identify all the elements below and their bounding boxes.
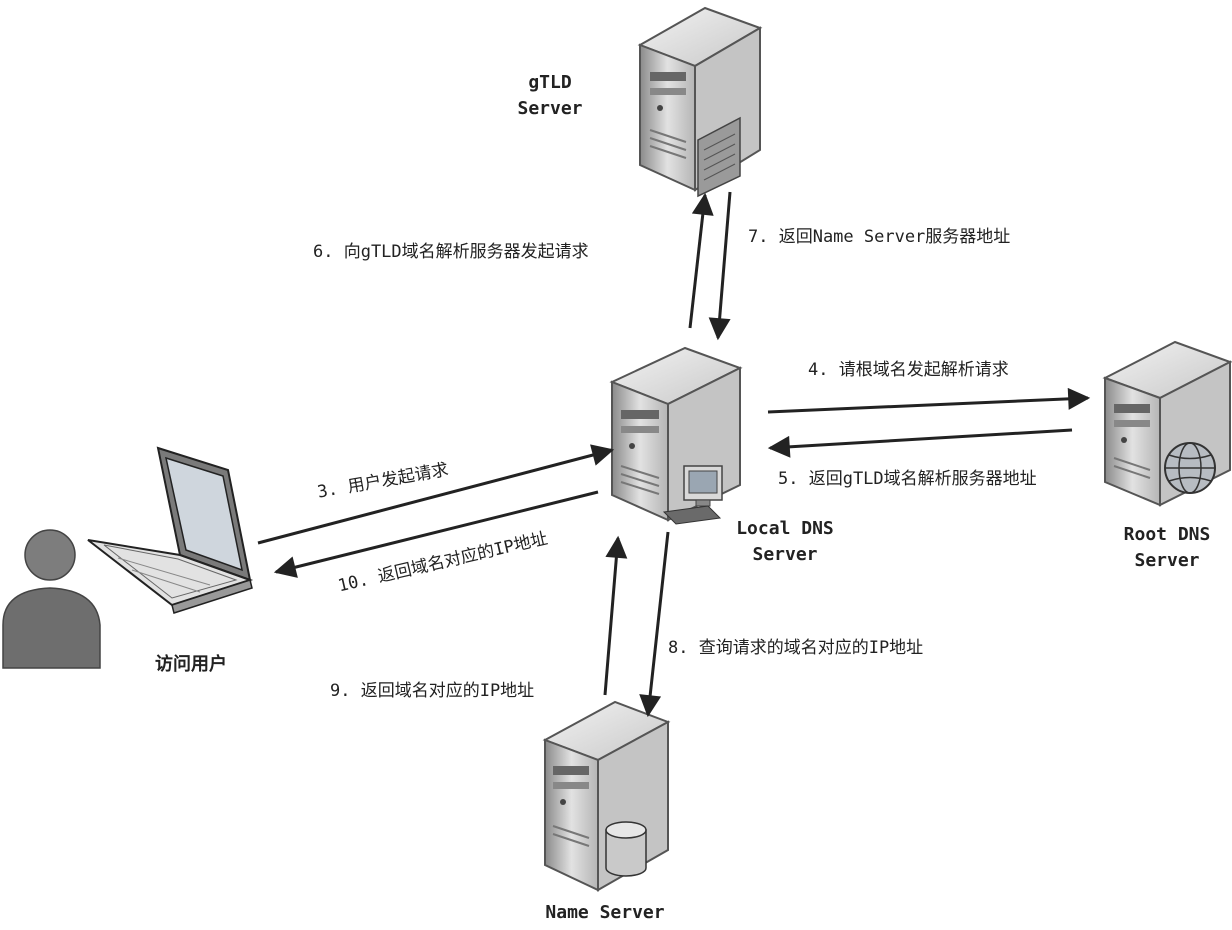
gtld-label-line1: gTLD — [528, 72, 572, 93]
user-person-icon — [2, 529, 101, 669]
database-icon — [605, 821, 647, 877]
arrow-step-7 — [708, 191, 732, 341]
local-dns-server-label: Local DNS Server — [725, 516, 845, 568]
root-dns-label-line2: Server — [1134, 550, 1200, 571]
arrow-step-9 — [603, 535, 628, 696]
name-server-label: Name Server — [535, 900, 675, 926]
root-dns-label-line1: Root DNS — [1123, 524, 1211, 545]
local-dns-server-icon — [609, 346, 743, 525]
arrow-step-4 — [767, 387, 1091, 414]
gtld-label-line2: Server — [517, 98, 583, 119]
root-dns-server-label: Root DNS Server — [1108, 522, 1226, 574]
arrow-step-10 — [273, 490, 599, 578]
step-9-label: 9. 返回域名对应的IP地址 — [330, 681, 535, 701]
step-6-label: 6. 向gTLD域名解析服务器发起请求 — [313, 242, 589, 262]
user-label: 访问用户 — [155, 654, 227, 675]
arrow-step-5 — [767, 428, 1073, 458]
step-4-label: 4. 请根域名发起解析请求 — [808, 360, 1009, 380]
step-7-label: 7. 返回Name Server服务器地址 — [748, 227, 1011, 247]
globe-icon — [1164, 442, 1216, 494]
arrow-step-6 — [688, 192, 714, 329]
laptop-icon — [87, 446, 254, 614]
step-8-label: 8. 查询请求的域名对应的IP地址 — [668, 638, 924, 658]
local-dns-label-line1: Local DNS — [736, 518, 834, 539]
name-server-label-line1: Name Server — [545, 902, 665, 923]
gtld-server-label: gTLD Server — [502, 70, 598, 122]
arrow-step-3 — [257, 444, 615, 545]
step-5-label: 5. 返回gTLD域名解析服务器地址 — [778, 469, 1037, 489]
arrow-step-8 — [639, 531, 670, 718]
local-dns-label-line2: Server — [752, 544, 818, 565]
gtld-server-icon — [637, 6, 763, 198]
